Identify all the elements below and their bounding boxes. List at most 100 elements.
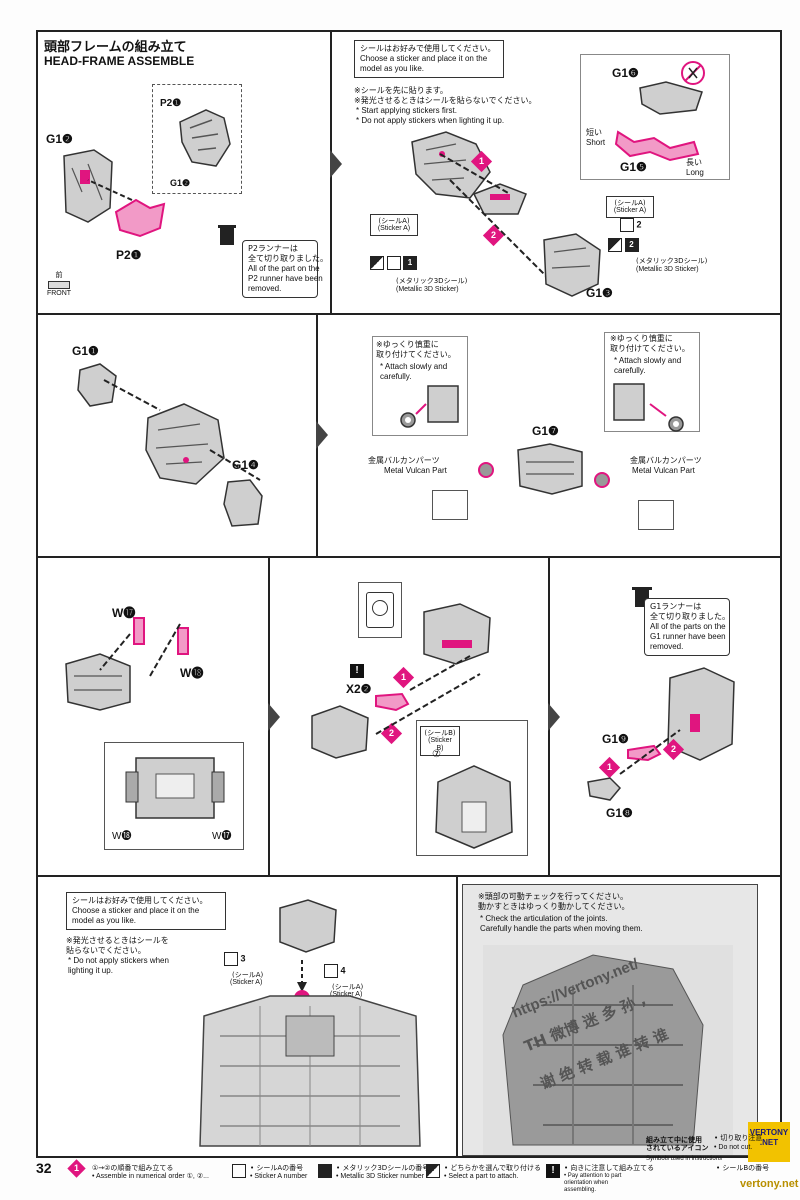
sticker-number: ⑦ bbox=[432, 749, 441, 760]
attach-note-en: * Attach slowly and carefully. bbox=[380, 362, 448, 381]
section-title-en: HEAD-FRAME ASSEMBLE bbox=[44, 54, 195, 68]
divider bbox=[456, 875, 458, 1158]
step-arrow-icon bbox=[268, 703, 280, 731]
trash-icon bbox=[218, 225, 236, 245]
assembly-arrow bbox=[619, 729, 681, 775]
legend-order-en: • Assemble in numerical order ①, ②... bbox=[92, 1173, 209, 1180]
head-part-icon bbox=[279, 899, 337, 953]
part-label: G1❼ bbox=[532, 424, 559, 438]
detail-inset bbox=[416, 720, 528, 856]
divider bbox=[36, 556, 782, 558]
runner-note: G1ランナーは 全て切り取りました。 All of the parts on t… bbox=[644, 598, 730, 656]
head-frame-part-icon bbox=[411, 131, 491, 199]
articulation-note-jp: ※頭部の可動チェックを行ってください。 動かすときはゆっくり動かしてください。 bbox=[478, 892, 630, 911]
front-indicator: 前 FRONT bbox=[46, 270, 72, 297]
head-frame-part-icon bbox=[145, 403, 225, 485]
head-frame-part-icon bbox=[517, 443, 583, 495]
symbols-heading-jp: 組み立て中に使用 されているアイコン bbox=[646, 1136, 709, 1152]
sticker-note-en: Choose a sticker and place it on the mod… bbox=[72, 906, 200, 925]
divider bbox=[36, 313, 782, 315]
sticker-a-en: (Sticker A) bbox=[330, 991, 363, 998]
legend-metallic-jp: • メタリック3Dシールの番号 bbox=[336, 1164, 430, 1172]
vulcan-inset bbox=[638, 500, 674, 530]
sticker-choice-row: 1 bbox=[370, 256, 418, 270]
assembly-arrow bbox=[87, 179, 133, 201]
legend-select-en: • Select a part to attach. bbox=[444, 1173, 519, 1180]
detail-inset bbox=[372, 336, 468, 436]
step-arrow-icon bbox=[330, 150, 342, 178]
sticker-number: 2 bbox=[636, 219, 642, 230]
caution-icon: ! bbox=[350, 664, 364, 678]
runner-note-jp: P2ランナーは 全て切り取りました。 bbox=[248, 244, 328, 263]
sticker-a-icon bbox=[224, 952, 238, 966]
front-label-en: FRONT bbox=[46, 290, 72, 297]
select-part-icon bbox=[608, 238, 622, 252]
sticker-note: シールはお好みで使用してください。 Choose a sticker and p… bbox=[66, 892, 226, 930]
runner-note-jp: G1ランナーは 全て切り取りました。 bbox=[650, 602, 730, 621]
x2-part-icon bbox=[375, 692, 410, 712]
legend-direction-jp: • 向きに注意して組み立てる bbox=[564, 1164, 655, 1172]
part-label: P2❶ bbox=[116, 248, 142, 262]
sticker-a-icon bbox=[232, 1164, 246, 1178]
part-label: G1❶ bbox=[72, 344, 99, 358]
attach-note-en: * Attach slowly and carefully. bbox=[614, 356, 682, 375]
symbol-legend: 1 ①→②の順番で組み立てる • Assemble in numerical o… bbox=[36, 1134, 798, 1194]
step-1-marker: 1 bbox=[67, 1159, 86, 1178]
w18-part-icon bbox=[177, 627, 189, 655]
no-cut-icon bbox=[681, 61, 705, 85]
attach-note-jp: ※ゆっくり慎重に 取り付けてください。 bbox=[610, 334, 690, 353]
vulcan-label-jp: 金属バルカンパーツ bbox=[368, 456, 440, 465]
sticker-a-en: (Sticker A) bbox=[230, 979, 263, 986]
robot-body-icon bbox=[199, 995, 421, 1147]
metallic-sticker-icon: 1 bbox=[403, 256, 418, 270]
long-label-jp: 長い bbox=[686, 158, 702, 167]
sticker-note-en: Choose a sticker and place it on the mod… bbox=[360, 54, 488, 73]
g1-5-part-icon bbox=[614, 130, 700, 162]
vulcan-part-icon bbox=[594, 472, 610, 488]
g1-6-part-icon bbox=[639, 81, 703, 115]
head-frame-part-icon bbox=[423, 603, 491, 665]
legend-metallic-en: • Metallic 3D Sticker number bbox=[336, 1173, 425, 1180]
metallic-sticker-en: (Metallic 3D Sticker) bbox=[396, 286, 459, 293]
page-number: 32 bbox=[36, 1160, 52, 1176]
sticker-a-en: (Sticker A) bbox=[377, 225, 411, 232]
section-title-jp: 頭部フレームの組み立て bbox=[44, 40, 187, 55]
part-label: G1❻ bbox=[612, 66, 639, 80]
sticker-a-label: (シールA) (Sticker A) bbox=[370, 214, 418, 236]
start-note-jp: ※シールを先に貼ります。 bbox=[354, 86, 448, 95]
detail-inset bbox=[580, 54, 730, 180]
articulation-note-en: * Check the articulation of the joints. … bbox=[480, 914, 643, 933]
metallic-sticker-icon: 2 bbox=[624, 238, 639, 252]
sticker-a-jp: (シールA) bbox=[614, 199, 646, 207]
sticker-note-jp: シールはお好みで使用してください。 bbox=[72, 896, 208, 905]
assembly-arrow bbox=[297, 960, 307, 992]
part-label: W⓲ bbox=[112, 831, 132, 842]
sticker-number-row: 3 bbox=[224, 952, 246, 966]
step-number: 1 bbox=[73, 1163, 79, 1173]
vulcan-part-icon bbox=[478, 462, 494, 478]
sticker-a-icon bbox=[386, 256, 401, 270]
part-label: P2❶ bbox=[160, 98, 182, 109]
head-frame-rear-icon bbox=[125, 757, 225, 819]
runner-note-en: All of the parts on the G1 runner have b… bbox=[650, 622, 726, 651]
g1-4-part-icon bbox=[223, 479, 263, 527]
vulcan-detail-icon bbox=[613, 383, 684, 432]
short-label-en: Short bbox=[586, 138, 606, 147]
part-label: G1❸ bbox=[586, 286, 613, 300]
light-note-en: * Do not apply stickers when lighting it… bbox=[356, 116, 505, 125]
g1-1-part-icon bbox=[77, 363, 117, 407]
head-frame-part-icon bbox=[311, 705, 369, 759]
select-part-icon bbox=[426, 1164, 440, 1178]
sticker-b-en: (Sticker B) bbox=[428, 737, 452, 752]
vulcan-inset bbox=[432, 490, 468, 520]
vent-icon bbox=[372, 600, 388, 616]
assembly-arrow bbox=[99, 623, 181, 677]
metallic-sticker-icon bbox=[318, 1164, 332, 1178]
detail-inset bbox=[604, 332, 700, 432]
legend-order-jp: ①→②の順番で組み立てる bbox=[92, 1164, 174, 1172]
sticker-b-jp: (シールB) bbox=[424, 729, 456, 737]
sticker-shape-icon bbox=[366, 592, 394, 628]
head-frame-part-icon bbox=[63, 149, 113, 223]
part-label: G1❽ bbox=[606, 806, 633, 820]
